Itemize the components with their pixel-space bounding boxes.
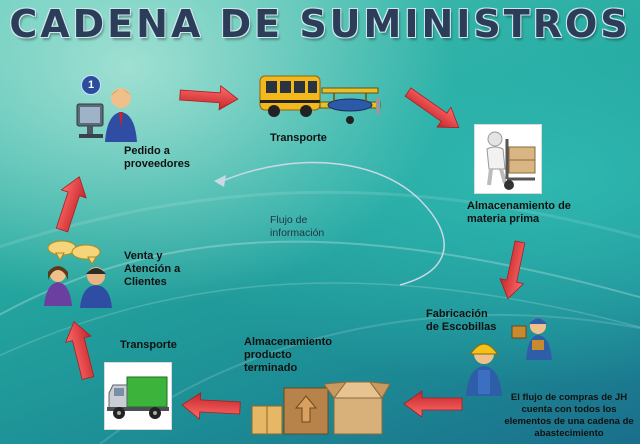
customer-service-icon [44,240,112,308]
node-label-venta: Venta y Atención a Clientes [124,250,181,288]
hand-truck-image [474,124,542,194]
boxes-icon [251,381,391,435]
workers-icon [466,318,552,396]
bus-plane-icon [259,75,381,124]
computer-user-icon [76,88,137,142]
info-flow-label: Flujo de información [270,214,325,239]
arrow-almacen-to-fabricacion [499,240,526,300]
step-badge: 1 [81,75,101,95]
arrow-pedido-to-transporte [179,85,239,111]
truck-image [104,362,172,430]
node-label-almacenamiento-pt: Almacenamiento producto terminado [244,336,333,374]
arrow-fabricacion-to-almacen-pt [403,390,463,418]
node-label-almacenamiento-mp: Almacenamiento de materia prima [467,200,571,225]
truck-icon [107,376,169,419]
node-label-transporte-top: Transporte [270,132,327,144]
node-label-fabricacion: Fabricación de Escobillas [426,308,497,333]
node-label-transporte-bottom: Transporte [120,339,177,351]
hand-truck-icon [486,131,536,190]
node-label-pedido: Pedido a proveedores [124,145,191,170]
arrow-transporte-to-almacen [404,87,460,128]
supply-chain-note: El flujo de compras de JH cuenta con tod… [504,392,634,439]
arrow-transporte-to-venta [65,321,95,380]
page-title: CADENA DE SUMINISTROS [9,2,631,46]
arrow-venta-to-pedido [55,176,87,233]
arrow-almacen-pt-to-transporte [181,392,241,420]
